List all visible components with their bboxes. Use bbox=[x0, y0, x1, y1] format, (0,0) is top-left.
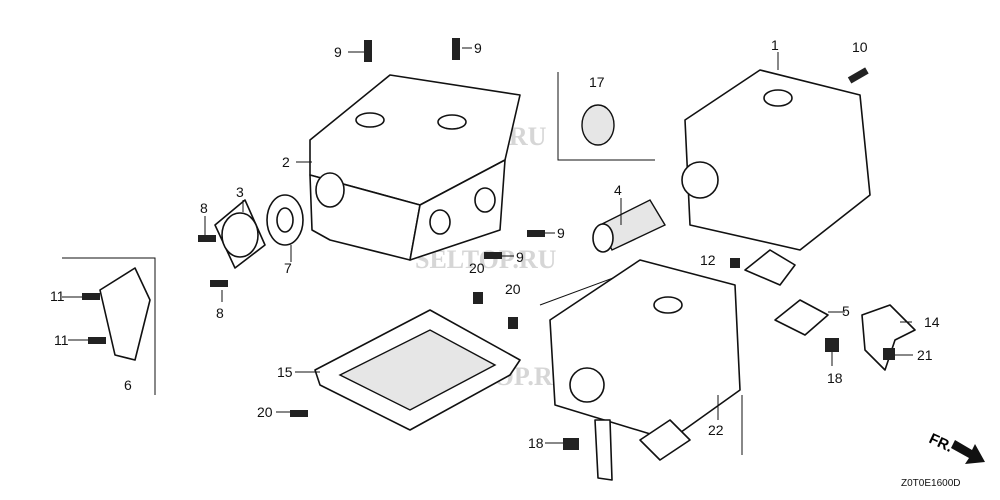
label-10: 10 bbox=[852, 39, 868, 55]
label-17: 17 bbox=[589, 74, 605, 90]
label-9: 9 bbox=[516, 249, 524, 265]
label-8: 8 bbox=[216, 305, 224, 321]
part-muffler-upper bbox=[681, 69, 871, 286]
label-14: 14 bbox=[924, 314, 940, 330]
label-9: 9 bbox=[474, 40, 482, 56]
label-4: 4 bbox=[614, 182, 622, 198]
label-15: 15 bbox=[277, 364, 293, 380]
label-11: 11 bbox=[54, 332, 69, 348]
label-9: 9 bbox=[334, 44, 342, 60]
label-11: 11 bbox=[50, 288, 65, 304]
callout-labels: 1 10 9 9 17 2 3 8 4 9 9 12 7 20 20 8 11 … bbox=[50, 37, 940, 451]
label-7: 7 bbox=[284, 260, 292, 276]
part-bracket bbox=[99, 267, 151, 361]
label-6: 6 bbox=[124, 377, 132, 393]
label-21: 21 bbox=[917, 347, 933, 363]
label-1: 1 bbox=[771, 37, 779, 53]
direction-label: FR. bbox=[926, 430, 955, 456]
leader-lines bbox=[62, 47, 913, 444]
part-muffler-protector bbox=[309, 74, 521, 261]
label-18: 18 bbox=[827, 370, 843, 386]
label-9: 9 bbox=[557, 225, 565, 241]
part-bracket-14 bbox=[861, 304, 916, 371]
label-20: 20 bbox=[505, 281, 521, 297]
part-base-plate bbox=[314, 309, 521, 431]
gasket-hole bbox=[276, 207, 294, 233]
bolts bbox=[82, 38, 895, 450]
label-8: 8 bbox=[200, 200, 208, 216]
diagram-code: Z0T0E1600D bbox=[901, 478, 960, 489]
label-2: 2 bbox=[282, 154, 290, 170]
label-20: 20 bbox=[469, 260, 485, 276]
label-22: 22 bbox=[708, 422, 724, 438]
part-muffler-lower bbox=[539, 259, 743, 481]
part-spark-arrester-screen bbox=[557, 72, 655, 161]
part-gasket-5 bbox=[774, 299, 829, 336]
label-20: 20 bbox=[257, 404, 273, 420]
part-cap bbox=[214, 199, 266, 269]
label-18: 18 bbox=[528, 435, 544, 451]
front-direction-indicator: FR. bbox=[926, 430, 985, 464]
callout-line bbox=[62, 257, 156, 395]
part-spark-arrester bbox=[592, 199, 666, 253]
arrow-icon bbox=[951, 440, 985, 464]
label-3: 3 bbox=[236, 184, 244, 200]
label-5: 5 bbox=[842, 303, 850, 319]
label-12: 12 bbox=[700, 252, 716, 268]
